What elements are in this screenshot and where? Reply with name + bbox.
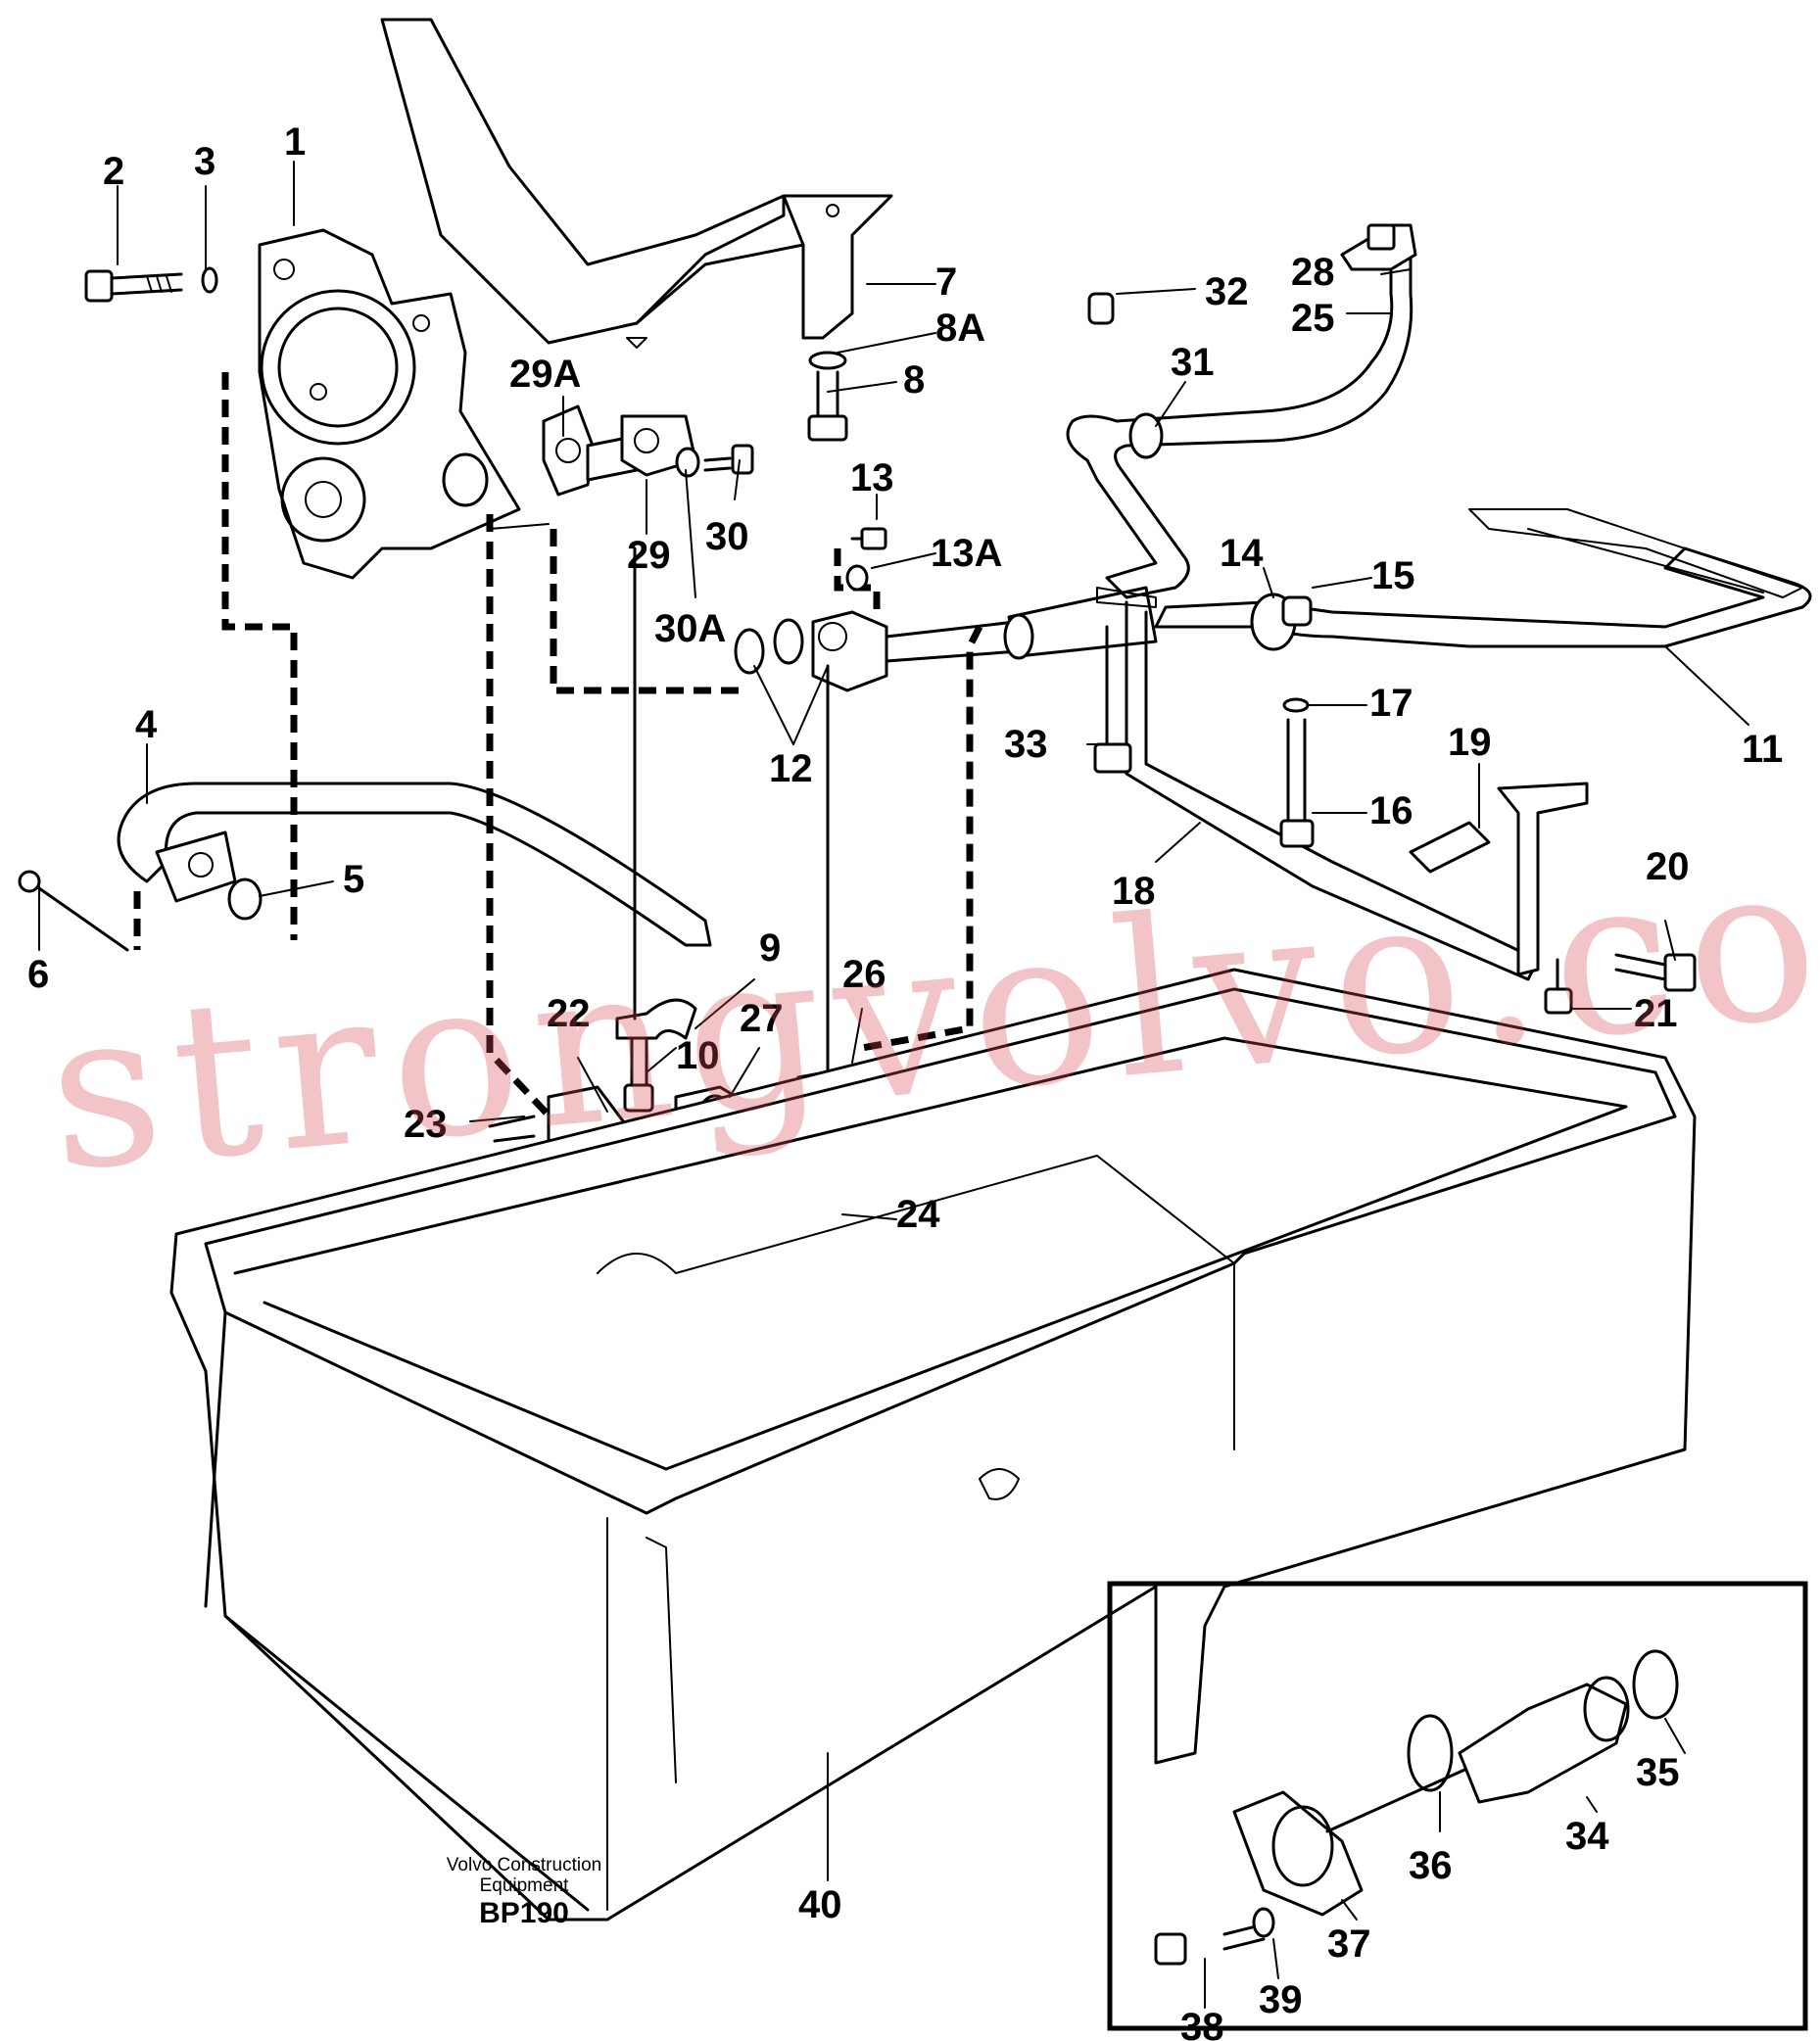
callout-13a: 13A: [931, 532, 1003, 575]
callout-21: 21: [1634, 992, 1678, 1035]
callout-30a: 30A: [654, 607, 727, 650]
callout-10: 10: [676, 1034, 720, 1077]
callout-2: 2: [103, 150, 125, 193]
callout-24: 24: [896, 1193, 940, 1236]
callout-37: 37: [1327, 1922, 1371, 1966]
pump-outlet-flange: [542, 404, 754, 497]
callout-35: 35: [1636, 1751, 1680, 1794]
bolt-16-assembly: [1279, 595, 1315, 848]
bracket-19: [1409, 782, 1697, 1015]
callout-16: 16: [1369, 789, 1413, 832]
upper-bracket: [380, 18, 893, 349]
callout-14: 14: [1220, 532, 1264, 575]
callout-23: 23: [404, 1103, 448, 1146]
caption-company-line2: Equipment: [479, 1875, 569, 1896]
callout-25: 25: [1291, 297, 1335, 340]
fitting-12: [734, 527, 1060, 692]
callout-40: 40: [798, 1883, 842, 1926]
callout-8: 8: [903, 358, 926, 402]
callout-13: 13: [850, 456, 894, 499]
clamp-9: [615, 998, 697, 1113]
return-pipe: [1066, 223, 1812, 651]
callout-30: 30: [705, 515, 749, 558]
callout-32: 32: [1205, 270, 1249, 313]
caption-code: BP190: [479, 1896, 569, 1929]
bolt-2: [84, 266, 218, 303]
callout-31: 31: [1171, 341, 1215, 384]
callout-20: 20: [1646, 845, 1690, 888]
callout-leaders: [38, 161, 1749, 2009]
callout-1: 1: [284, 120, 307, 164]
callout-33: 33: [1004, 723, 1048, 766]
callout-26: 26: [842, 953, 886, 996]
callout-38: 38: [1180, 2006, 1224, 2041]
callout-29a: 29A: [509, 353, 582, 396]
callout-27: 27: [740, 997, 784, 1040]
callout-3: 3: [194, 140, 216, 183]
oil-pan: [169, 968, 1697, 1922]
callout-8a: 8A: [935, 307, 986, 350]
inset-detail: [1107, 1581, 1808, 2031]
callout-19: 19: [1448, 721, 1492, 764]
callout-6: 6: [27, 953, 50, 996]
callout-17: 17: [1369, 682, 1413, 725]
callout-18: 18: [1112, 870, 1156, 913]
pipe-4: [18, 782, 712, 952]
callout-9: 9: [759, 926, 782, 970]
callout-7: 7: [935, 261, 958, 304]
callout-22: 22: [547, 992, 591, 1035]
callout-15: 15: [1371, 554, 1415, 597]
callout-36: 36: [1409, 1844, 1453, 1887]
callout-29: 29: [627, 534, 671, 577]
callout-11: 11: [1742, 728, 1784, 771]
caption-company: Volvo Construction: [446, 1855, 602, 1875]
callout-39: 39: [1259, 1978, 1303, 2021]
bolt-8: [807, 351, 848, 442]
callout-34: 34: [1565, 1815, 1609, 1858]
oil-pump: [258, 228, 521, 580]
callout-4: 4: [135, 703, 158, 746]
callout-28: 28: [1291, 251, 1335, 294]
callout-5: 5: [343, 858, 365, 901]
callout-12: 12: [769, 747, 813, 790]
caption-block: Volvo Construction Equipment BP190: [416, 1855, 632, 1930]
